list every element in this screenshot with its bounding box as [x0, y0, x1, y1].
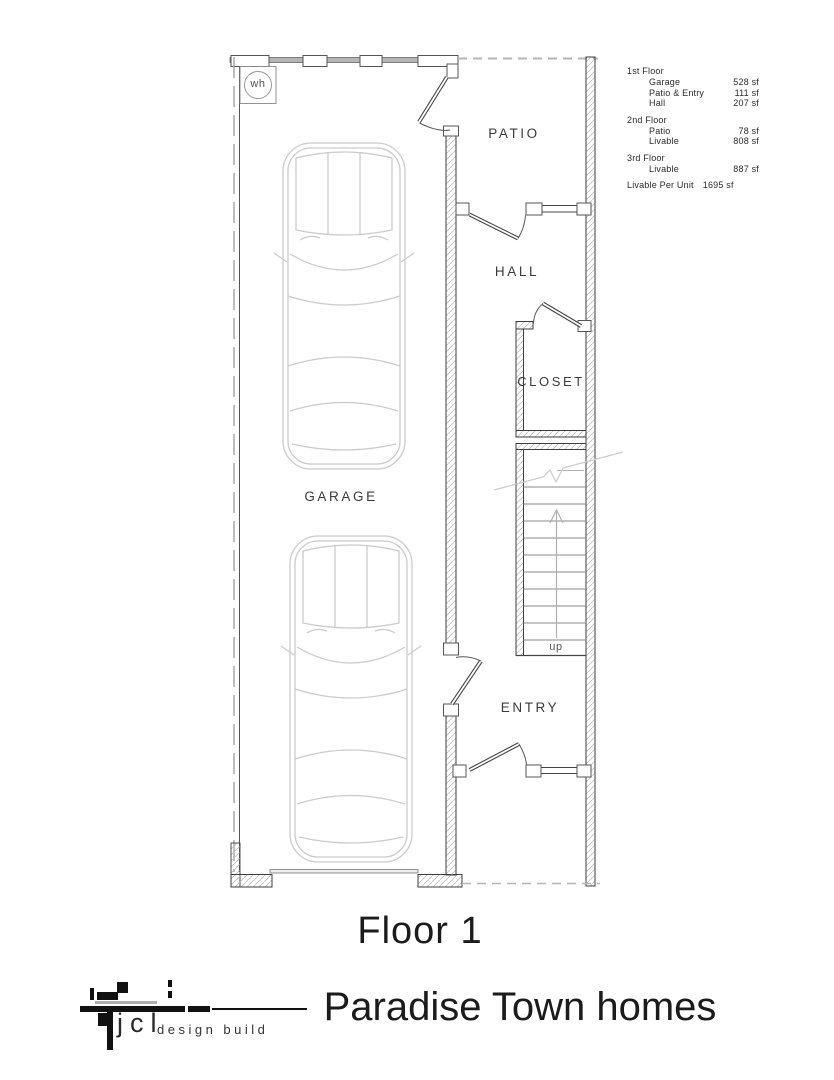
- legend-row-label: Patio & Entry: [649, 87, 705, 98]
- legend-row-value: 887 sf: [733, 163, 759, 174]
- water-heater-symbol: [239, 66, 277, 104]
- legend-row-value: 78 sf: [738, 125, 759, 136]
- legend-row-label: Livable: [649, 136, 679, 146]
- legend-row-value: 808 sf: [733, 136, 759, 146]
- logo-bar: [188, 1006, 210, 1012]
- legend-section-1st-floor: 1st Floor Garage 528 sf Patio & Entry 11…: [627, 66, 759, 109]
- room-label-hall: HALL: [494, 264, 540, 279]
- legend-section-3rd-floor: 3rd Floor Livable 887 sf: [627, 153, 759, 175]
- stairs-up-label: up: [549, 641, 563, 653]
- legend-row-label: Hall: [649, 98, 666, 108]
- door-swings: [417, 75, 583, 772]
- room-label-entry: ENTRY: [500, 700, 560, 715]
- garage-car-bottom: [280, 535, 422, 863]
- legend-header: 1st Floor: [627, 66, 664, 76]
- logo-block: [168, 991, 172, 998]
- garage-divider-wall: [443, 125, 459, 876]
- logo-thin-line: [212, 1008, 307, 1010]
- project-title: Paradise Town homes: [323, 985, 717, 1029]
- garage-car-top: [273, 142, 415, 470]
- staircase: [493, 449, 624, 657]
- legend-row-label: Livable: [649, 163, 679, 174]
- logo-gray-line: [95, 1001, 157, 1004]
- room-label-patio: PATIO: [488, 126, 540, 141]
- legend-row-value: 528 sf: [733, 77, 759, 87]
- legend-row-value: 111 sf: [734, 87, 759, 98]
- legend-row-label: Patio: [649, 125, 671, 136]
- exterior-walls: [229, 55, 600, 888]
- stairs-break-line: [493, 451, 624, 491]
- water-heater-label: wh: [250, 78, 266, 90]
- logo-block: [90, 988, 94, 1000]
- logo-block: [168, 980, 172, 987]
- stairs-up-arrow: [549, 508, 564, 638]
- legend-row-label: Garage: [649, 77, 681, 87]
- legend-header: 2nd Floor: [627, 114, 667, 125]
- legend-row-value: 207 sf: [733, 98, 759, 108]
- legend-total-row: Livable Per Unit 1695 sf: [627, 180, 759, 191]
- logo-bar: [80, 1006, 185, 1012]
- legend-row: Livable 808 sf: [627, 136, 759, 147]
- logo-tagline: design build: [157, 1022, 269, 1037]
- closet-walls: [515, 320, 592, 450]
- legend-row: Hall 207 sf: [627, 98, 759, 109]
- legend-section-2nd-floor: 2nd Floor Patio 78 sf Livable 808 sf: [627, 115, 759, 147]
- legend-header: 3rd Floor: [627, 152, 665, 163]
- logo-block: [107, 1012, 113, 1050]
- legend-total-value: 1695 sf: [702, 180, 734, 190]
- entry-wall: [452, 764, 592, 778]
- patio-hall-wall: [455, 202, 592, 216]
- legend-total-label: Livable Per Unit: [627, 180, 694, 190]
- logo-block: [117, 982, 128, 993]
- room-label-closet: CLOSET: [517, 374, 585, 389]
- legend-row: Garage 528 sf: [627, 77, 759, 88]
- area-legend: 1st Floor Garage 528 sf Patio & Entry 11…: [627, 66, 759, 191]
- room-label-garage: GARAGE: [304, 489, 378, 504]
- company-logo: jcl design build: [75, 975, 325, 1070]
- logo-block: [97, 992, 118, 1000]
- legend-row: Patio & Entry 111 sf: [627, 88, 759, 99]
- legend-row: Patio 78 sf: [627, 126, 759, 137]
- logo-name: jcl: [117, 1008, 164, 1038]
- floor-title: Floor 1: [357, 910, 483, 952]
- legend-row: Livable 887 sf: [627, 164, 759, 175]
